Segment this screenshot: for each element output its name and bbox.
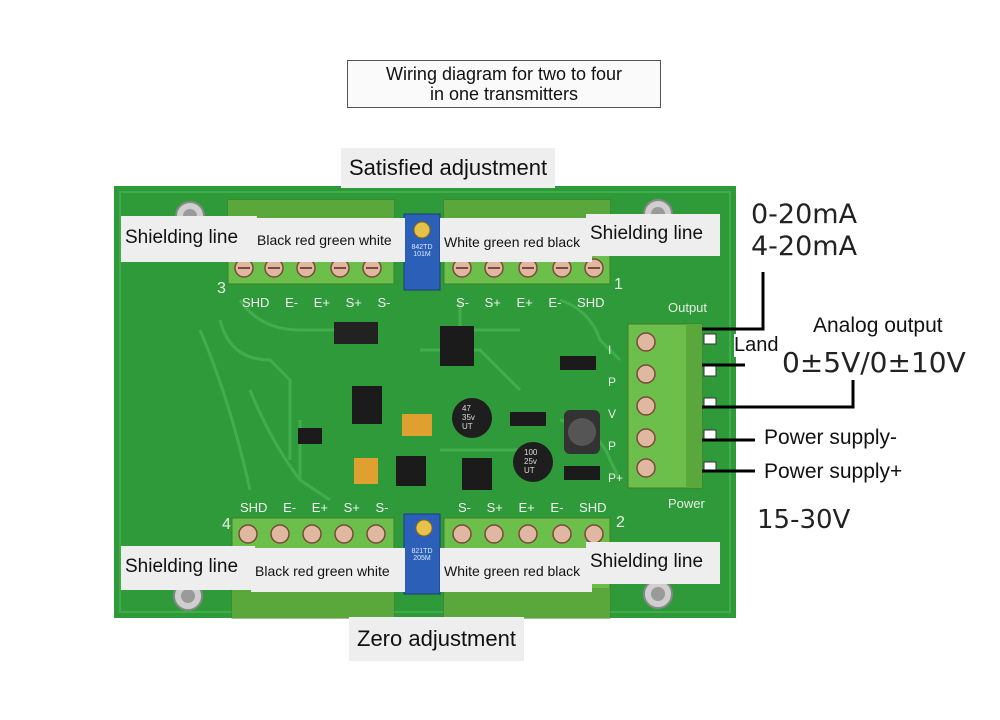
bottom-left-pin-labels: SHD E- E+ S+ S-	[240, 500, 388, 515]
top-right-pin-labels: S- S+ E+ E- SHD	[456, 295, 604, 310]
pot-bottom-marking: 821TD 205M	[411, 548, 433, 562]
shielding-line-label-bottom-right: Shielding line	[586, 542, 720, 584]
pin-label: S+	[484, 295, 501, 310]
shielding-line-label-top-left: Shielding line	[121, 216, 257, 262]
title-line-2: in one transmitters	[429, 84, 579, 104]
power-supply-plus-label: Power supply+	[764, 460, 903, 483]
out-pin-label: P	[608, 439, 617, 453]
cap-text: UT	[462, 422, 473, 431]
pin-label: SHD	[579, 500, 607, 515]
out-pin-label: I	[608, 343, 612, 357]
title-line-1: Wiring diagram for two to four	[385, 64, 623, 84]
analog-output-label: Analog output	[813, 314, 943, 337]
channel-4-label: 4	[222, 516, 231, 533]
output-pin-labels: I P V P P+	[608, 334, 623, 494]
pin-label: E+	[518, 500, 535, 515]
zero-adjustment-label: Zero adjustment	[349, 617, 524, 661]
pin-label: S-	[456, 295, 469, 310]
channel-2-label: 2	[616, 514, 625, 531]
pin-label: E-	[548, 295, 562, 310]
capacitor-1-marking: 47 35v UT	[462, 404, 475, 431]
cap-text: 25v	[524, 457, 537, 466]
shielding-line-label-bottom-left: Shielding line	[121, 546, 255, 590]
pin-label: S+	[343, 500, 360, 515]
pin-label: E+	[313, 295, 330, 310]
pin-label: S-	[375, 500, 389, 515]
power-silkscreen: Power	[668, 496, 705, 511]
cap-text: 47	[462, 404, 471, 413]
current-output-range-1: 0-20mA	[751, 199, 858, 230]
shielding-line-label-top-right: Shielding line	[586, 214, 720, 256]
out-pin-label: V	[608, 407, 617, 421]
capacitor-2-marking: 100 25v UT	[524, 448, 537, 475]
wire-colors-bottom-left: Black red green white	[251, 548, 405, 592]
pin-label: E+	[516, 295, 533, 310]
wire-colors-bottom-right: White green red black	[440, 548, 592, 592]
power-voltage-range: 15-30V	[757, 505, 851, 535]
wire-current-output	[702, 272, 765, 331]
pin-label: SHD	[242, 295, 270, 310]
pcb-components	[298, 322, 600, 490]
voltage-output-range: 0±5V/0±10V	[782, 346, 966, 379]
pin-label: S+	[345, 295, 362, 310]
bottom-right-pin-labels: S- S+ E+ E- SHD	[458, 500, 606, 515]
pin-label: S+	[486, 500, 503, 515]
wire-colors-top-left: Black red green white	[253, 218, 405, 262]
land-label: Land	[734, 334, 779, 357]
pin-label: SHD	[577, 295, 605, 310]
power-supply-minus-label: Power supply-	[764, 426, 898, 449]
wire-voltage-output	[702, 380, 855, 409]
pin-label: SHD	[240, 500, 268, 515]
wire-colors-top-right: White green red black	[440, 218, 592, 262]
pin-label: S-	[458, 500, 471, 515]
pot-top-marking: 842TD 101M	[411, 244, 433, 258]
pin-label: E+	[311, 500, 328, 515]
pin-label: E-	[283, 500, 297, 515]
pin-label: E-	[550, 500, 564, 515]
cap-text: UT	[524, 466, 535, 475]
pin-label: E-	[285, 295, 299, 310]
output-silkscreen: Output	[668, 300, 708, 315]
current-output-range-2: 4-20mA	[751, 231, 858, 262]
channel-1-label: 1	[614, 276, 623, 293]
wires	[702, 272, 855, 473]
pin-label: S-	[377, 295, 391, 310]
satisfied-adjustment-label: Satisfied adjustment	[341, 148, 556, 188]
out-pin-label: P	[608, 375, 617, 389]
out-pin-label: P+	[608, 471, 624, 485]
channel-3-label: 3	[217, 280, 226, 297]
cap-text: 100	[524, 448, 538, 457]
cap-text: 35v	[462, 413, 475, 422]
diagram-title: Wiring diagram for two to four in one tr…	[347, 60, 661, 108]
top-left-pin-labels: SHD E- E+ S+ S-	[242, 295, 390, 310]
